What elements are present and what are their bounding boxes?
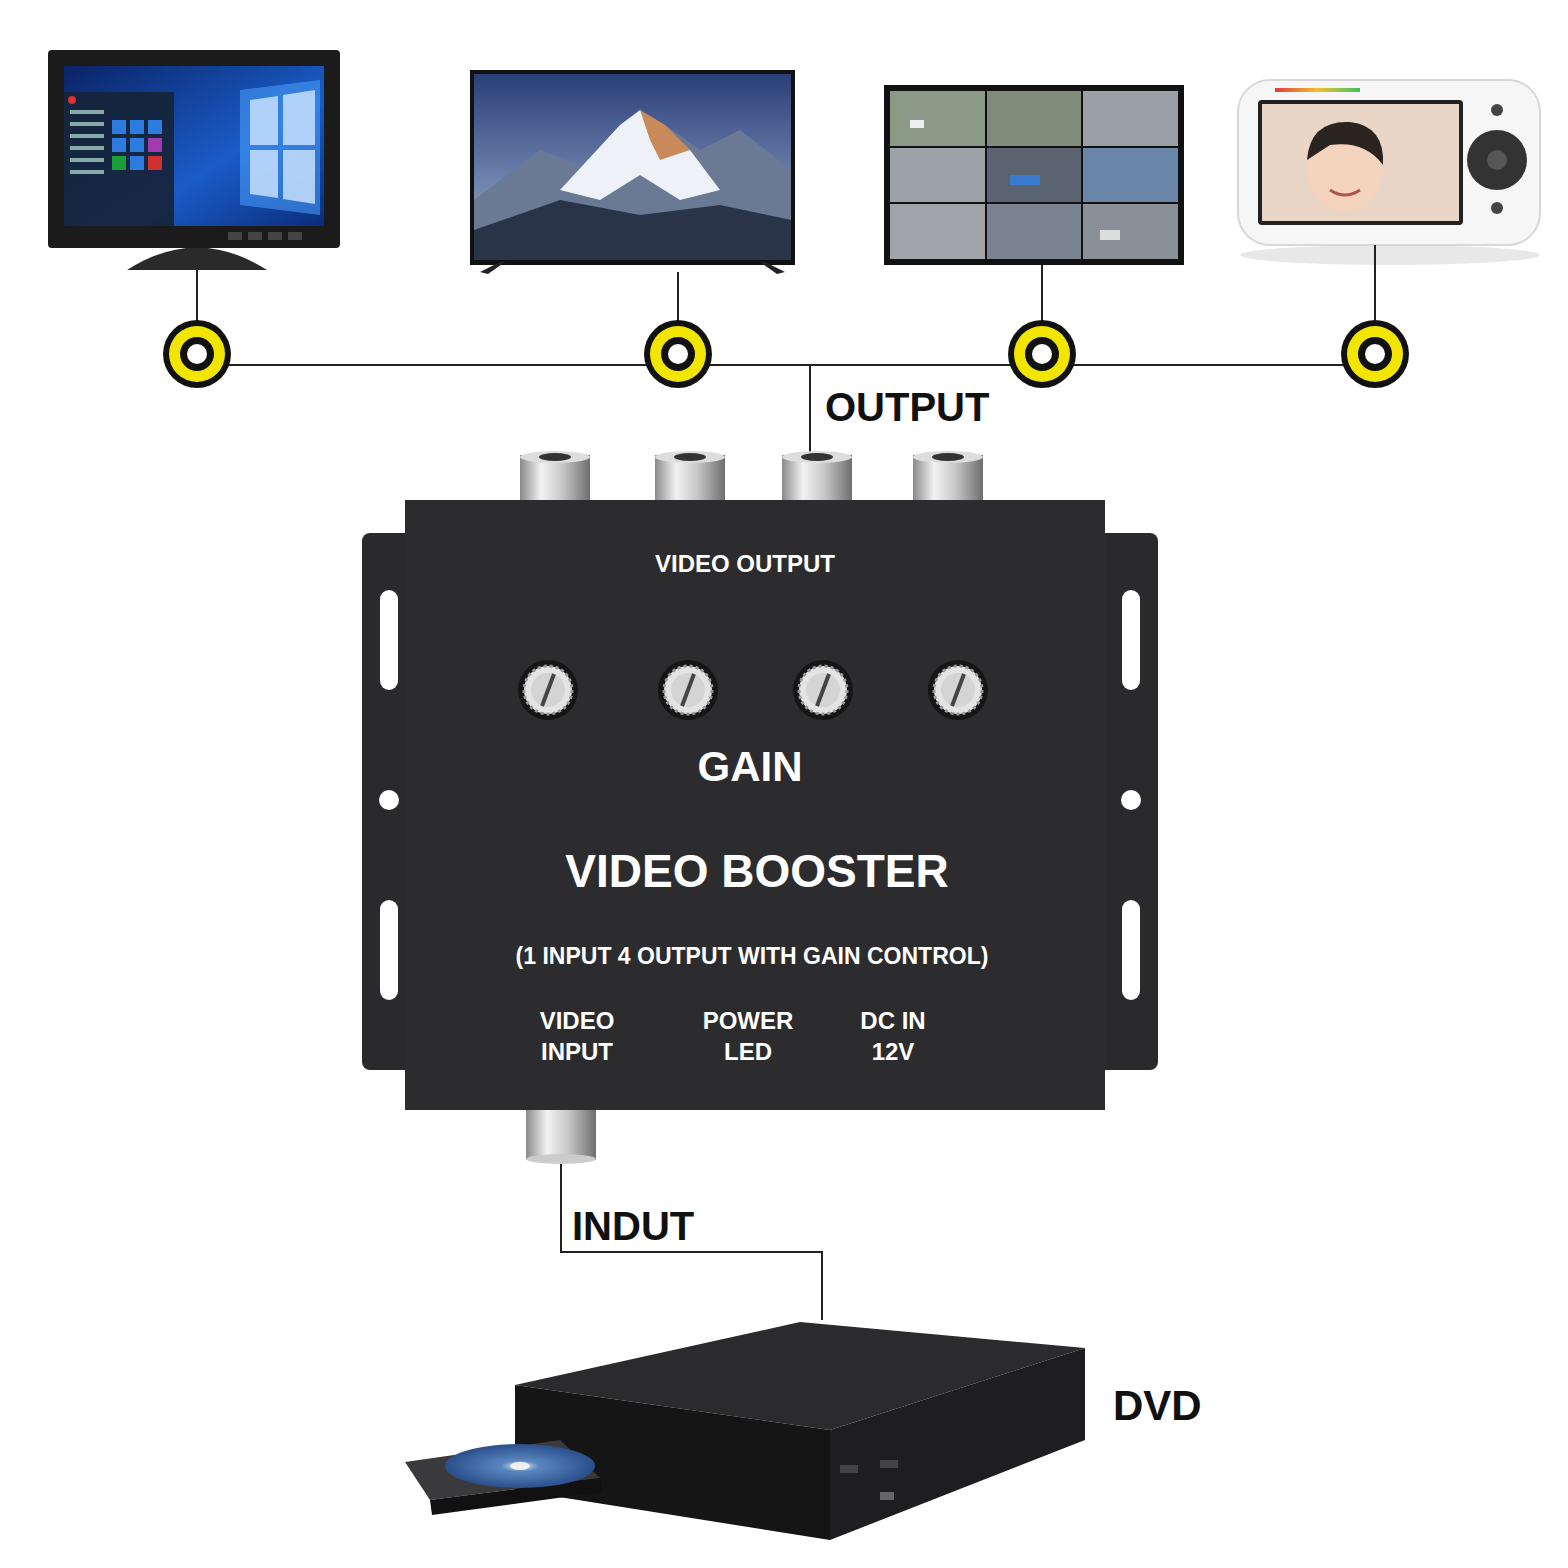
port-label: VIDEO OUTPUT xyxy=(655,550,835,578)
dvd-player xyxy=(405,1322,1085,1540)
signal-wire xyxy=(561,1110,822,1320)
rca-connector-icons xyxy=(163,320,1409,388)
dvd-player-node: DVD xyxy=(400,1320,1220,1545)
video-booster-box: VIDEO OUTPUT GAIN VIDEO BOOSTER (1 INPUT 4 … xyxy=(405,500,1105,1110)
wiring-label: OUTPUT xyxy=(825,385,989,429)
control-label: GAIN xyxy=(698,743,803,791)
output-jacks xyxy=(520,451,983,505)
input-jack xyxy=(526,1105,596,1164)
cctv-monitor xyxy=(884,85,1184,265)
desktop-monitor xyxy=(48,50,340,270)
indicator-label: POWER LED xyxy=(693,1005,803,1067)
baby-monitor xyxy=(1238,80,1540,265)
output-wiring xyxy=(197,245,1375,455)
device-title: VIDEO BOOSTER xyxy=(565,845,948,898)
wire-label: INDUT xyxy=(572,1204,694,1248)
power-label: DC IN 12V xyxy=(843,1005,943,1067)
device-subtitle: (1 INPUT 4 OUTPUT WITH GAIN CONTROL) xyxy=(516,943,989,969)
device-label: DVD xyxy=(1113,1382,1202,1430)
television xyxy=(470,70,795,274)
port-label: VIDEO INPUT xyxy=(522,1005,632,1067)
